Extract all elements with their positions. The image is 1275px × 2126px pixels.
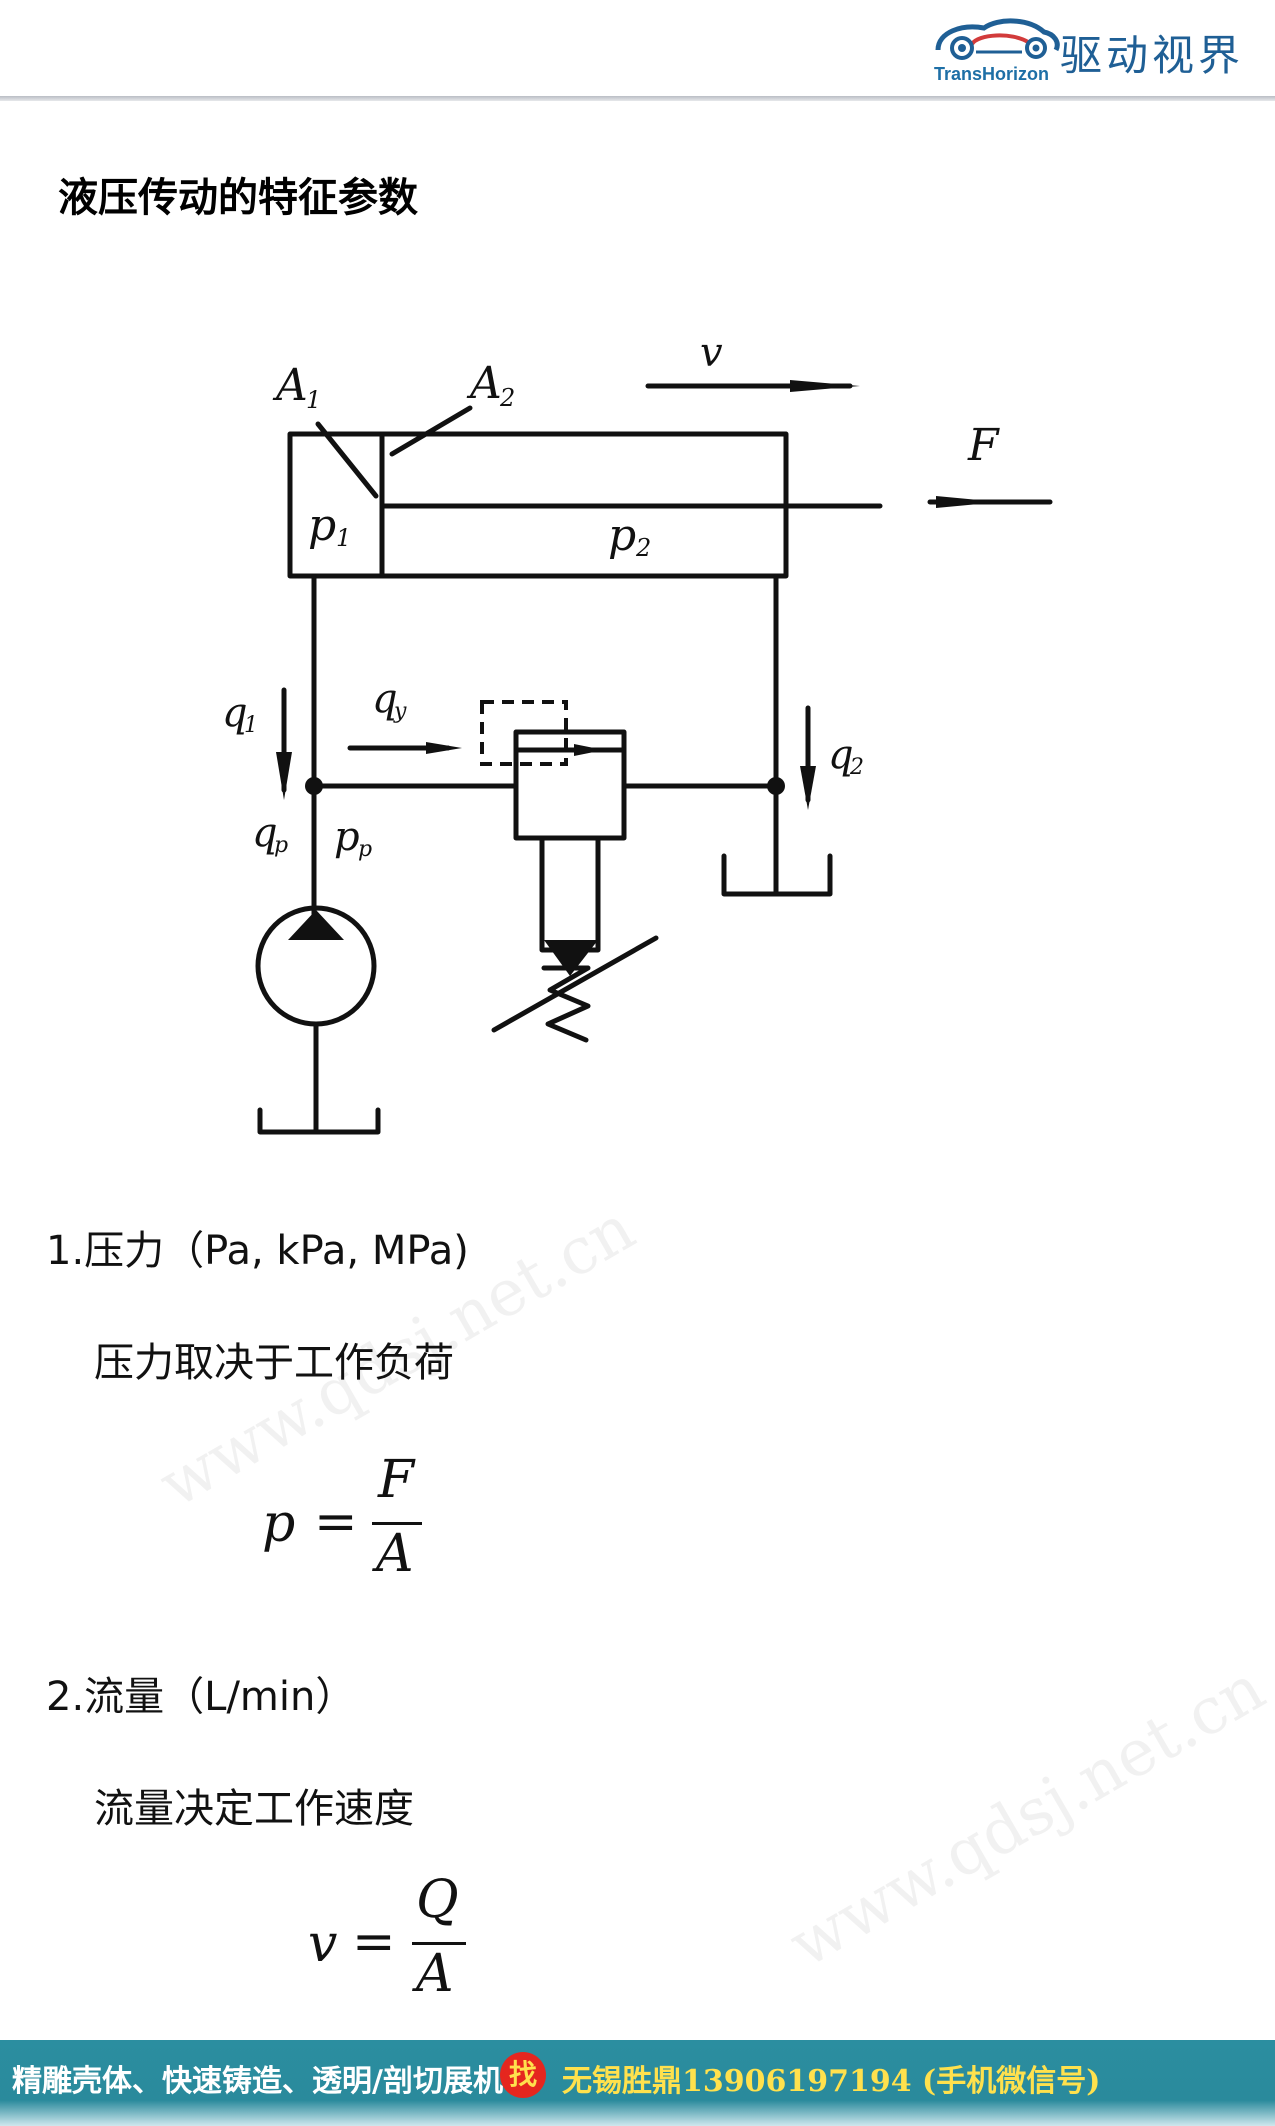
label-qp: q — [252, 810, 278, 856]
label-A1-sub: 1 — [306, 386, 321, 414]
fraction-bar — [372, 1522, 422, 1525]
formula-lhs: p — [262, 1494, 296, 1554]
label-qy-sub: y — [393, 699, 407, 724]
section-text-flow: 流量决定工作速度 — [94, 1786, 414, 1832]
fraction-bar — [412, 1942, 466, 1945]
formula-numerator: F — [378, 1450, 415, 1510]
formula-numerator: Q — [416, 1870, 459, 1930]
formula-equals: = — [352, 1912, 396, 1972]
label-v: v — [700, 330, 723, 376]
label-p2-sub: 2 — [635, 534, 651, 562]
page-title: 液压传动的特征参数 — [58, 175, 418, 221]
section-heading-pressure: 1.压力（Pa, kPa, MPa) — [46, 1228, 469, 1274]
header: TransHorizon 驱动视界 — [0, 0, 1275, 101]
section-heading-flow: 2.流量（L/min） — [46, 1674, 356, 1720]
find-badge: 找 — [500, 2052, 546, 2098]
label-F: F — [967, 420, 1000, 471]
label-qy: q — [372, 676, 398, 722]
label-p1-sub: 1 — [336, 524, 351, 552]
formula-equals: = — [314, 1492, 358, 1552]
label-pp: p — [334, 814, 360, 860]
formula-pressure: p = F A — [262, 1450, 462, 1586]
label-p1: p — [308, 500, 336, 551]
formula-lhs: v — [308, 1914, 338, 1974]
hydraulic-circuit-diagram: v F A 1 A 2 p 1 p 2 q 1 q y q 2 q p p p — [222, 330, 1053, 1135]
car-cloud-logo-icon — [935, 18, 1060, 60]
label-qp-sub: p — [274, 833, 288, 858]
watermark: www.qdsj.net.cn — [777, 1651, 1275, 1983]
logo-chinese-name: 驱动视界 — [1060, 31, 1245, 80]
section-text-pressure: 压力取决于工作负荷 — [94, 1340, 454, 1386]
logo: TransHorizon 驱动视界 — [932, 14, 1262, 86]
header-divider — [0, 96, 1275, 101]
label-A2: A — [466, 358, 502, 409]
label-pp-sub: p — [358, 837, 372, 862]
label-q1: q — [222, 690, 248, 736]
footer-banner: 精雕壳体、快速铸造、透明/剖切展机 找 无锡胜鼎13906197194 (手机微… — [0, 2040, 1275, 2126]
label-A1: A — [272, 360, 308, 411]
label-q2-sub: 2 — [849, 755, 864, 780]
formula-denominator: A — [376, 1524, 414, 1584]
footer-contact-text: 无锡胜鼎13906197194 (手机微信号) — [562, 2064, 1101, 2099]
label-q2: q — [828, 732, 854, 778]
label-q1-sub: 1 — [244, 713, 258, 738]
formula-denominator: A — [416, 1944, 454, 2004]
label-A2-sub: 2 — [499, 384, 515, 412]
logo-subtitle: TransHorizon — [934, 64, 1050, 84]
label-p2: p — [608, 510, 636, 561]
formula-flow: v = Q A — [308, 1870, 508, 2006]
footer-services-text: 精雕壳体、快速铸造、透明/剖切展机 — [12, 2064, 503, 2099]
